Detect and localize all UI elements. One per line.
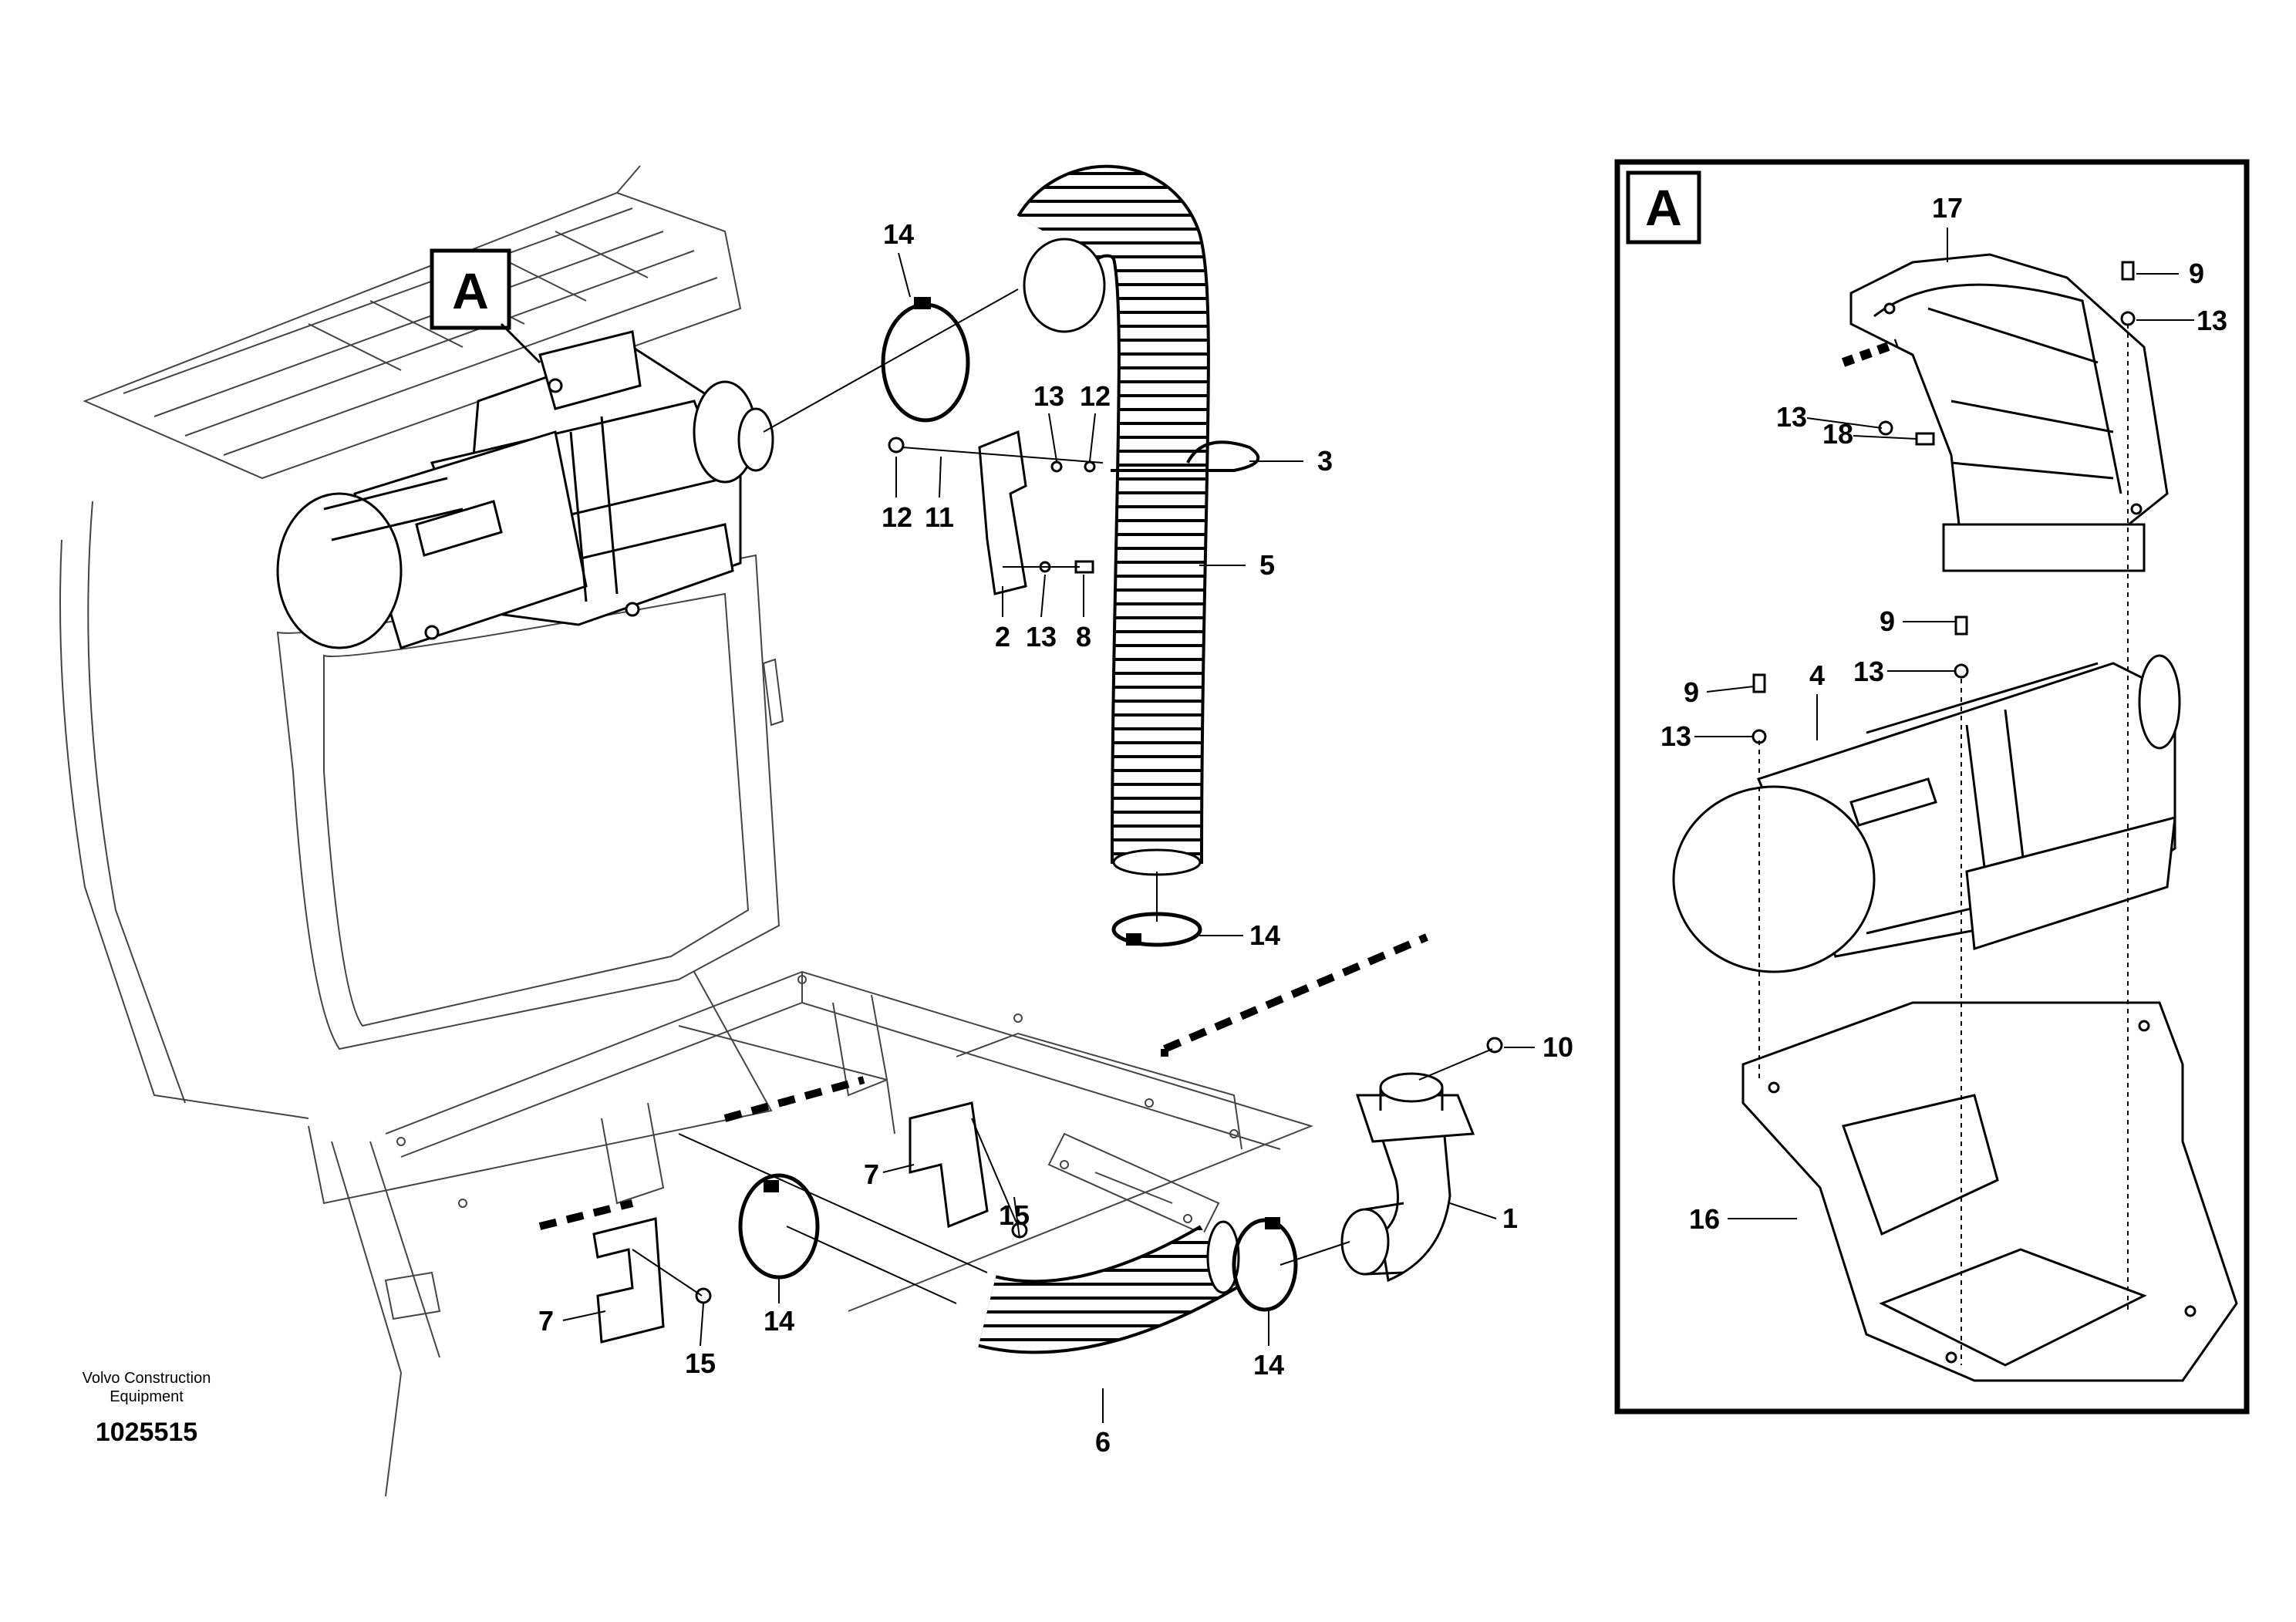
callout-17: 17 <box>1932 192 1963 224</box>
callout-7: 7 <box>864 1158 879 1190</box>
view-marker-box <box>430 248 511 330</box>
callout-2: 2 <box>995 621 1010 653</box>
callout-11: 11 <box>925 501 954 533</box>
callout-6: 6 <box>1095 1426 1111 1458</box>
credit-line-2: Equipment <box>110 1388 184 1405</box>
callout-10: 10 <box>1542 1031 1573 1063</box>
callout-14: 14 <box>883 218 914 250</box>
callout-16: 16 <box>1689 1203 1720 1235</box>
air-cleaner-installed <box>276 330 774 649</box>
callout-13: 13 <box>1026 621 1057 653</box>
document-number: 1025515 <box>96 1418 197 1447</box>
detail-drawing <box>1672 253 2238 1382</box>
callout-14: 14 <box>1249 919 1280 951</box>
callout-12: 12 <box>882 501 912 533</box>
callout-9: 9 <box>2189 258 2204 289</box>
callout-5: 5 <box>1259 549 1275 581</box>
callout-3: 3 <box>1317 445 1333 477</box>
callout-8: 8 <box>1076 621 1091 653</box>
callout-14: 14 <box>1253 1349 1284 1381</box>
callout-9: 9 <box>1880 605 1895 637</box>
callout-14: 14 <box>764 1305 794 1337</box>
callout-12: 12 <box>1080 380 1111 412</box>
detail-panel-letter: A <box>1645 179 1682 236</box>
credit-line-1: Volvo Construction <box>83 1370 211 1387</box>
detail-panel-label-box <box>1626 170 1701 244</box>
machine-body <box>59 165 1314 1497</box>
callout-15: 15 <box>685 1347 716 1379</box>
callout-15: 15 <box>999 1199 1030 1231</box>
callout-7: 7 <box>538 1305 554 1337</box>
callout-9: 9 <box>1684 676 1699 708</box>
ducting <box>538 164 1503 1354</box>
callout-labels: 14 13 12 12 11 3 5 2 13 8 14 10 1 7 15 7… <box>538 192 2227 1458</box>
callout-1: 1 <box>1502 1202 1518 1234</box>
callout-13: 13 <box>1660 720 1691 752</box>
callout-13: 13 <box>1853 656 1884 687</box>
callout-13: 13 <box>2197 305 2227 336</box>
callout-13: 13 <box>1776 401 1807 433</box>
callout-4: 4 <box>1809 659 1825 691</box>
view-marker-letter: A <box>452 262 489 319</box>
callout-13: 13 <box>1033 380 1064 412</box>
